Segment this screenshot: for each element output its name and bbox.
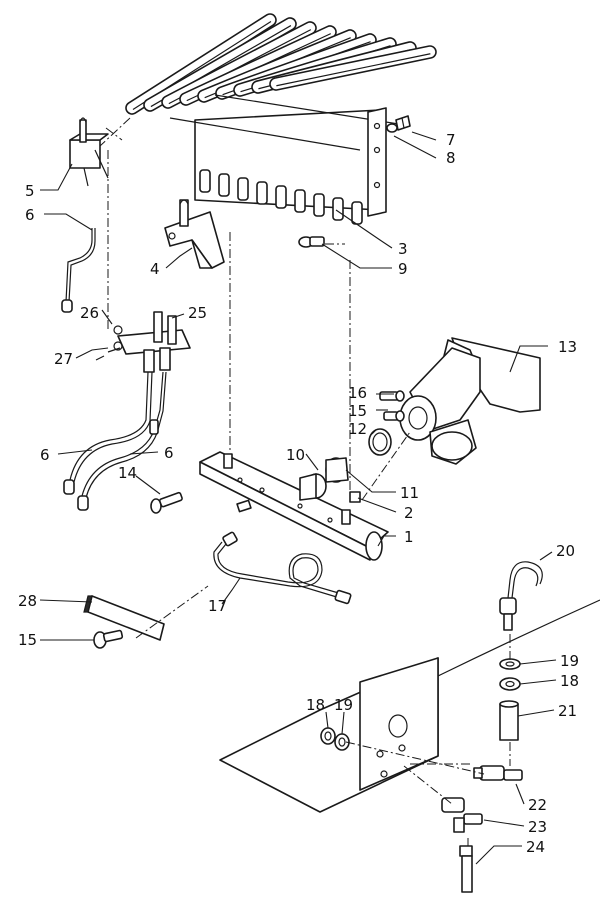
bracket-4 xyxy=(164,199,225,269)
label-19-plate: 19 xyxy=(334,696,353,714)
screw-14 xyxy=(150,491,183,514)
label-9: 9 xyxy=(398,260,408,278)
label-25: 25 xyxy=(188,304,207,322)
label-7: 7 xyxy=(446,131,456,149)
label-15-valve: 15 xyxy=(348,402,367,420)
label-11: 11 xyxy=(400,484,419,502)
injector-tube xyxy=(218,173,230,197)
manifold-1 xyxy=(199,451,389,561)
label-20: 20 xyxy=(556,542,575,560)
label-6-left: 6 xyxy=(40,446,50,464)
screw-15-valve xyxy=(383,410,405,422)
nozzle-10 xyxy=(299,473,327,501)
gas-valve-13 xyxy=(399,337,541,465)
burner-rail xyxy=(269,45,437,91)
ignition-cable-6 xyxy=(61,228,96,313)
label-8: 8 xyxy=(446,149,456,167)
label-28: 28 xyxy=(18,592,37,610)
injector-tube xyxy=(332,197,344,221)
washer-19-tube xyxy=(499,658,521,670)
washer-18-plate xyxy=(320,727,336,745)
label-18-tube: 18 xyxy=(560,672,579,690)
label-18-plate: 18 xyxy=(306,696,325,714)
label-5: 5 xyxy=(25,182,35,200)
stub-24 xyxy=(459,845,473,893)
label-13: 13 xyxy=(558,338,577,356)
pilot-tube-17 xyxy=(213,531,352,605)
injector-tube xyxy=(313,193,325,217)
label-26: 26 xyxy=(80,304,99,322)
tee-23 xyxy=(441,797,483,833)
alignment-lines xyxy=(99,117,511,846)
leader-lines xyxy=(39,131,557,865)
label-27: 27 xyxy=(54,350,73,368)
screw-16 xyxy=(379,390,405,402)
label-10: 10 xyxy=(286,446,305,464)
bent-tube-20 xyxy=(499,561,543,631)
label-21: 21 xyxy=(558,702,577,720)
screw-7 xyxy=(395,115,411,131)
sleeve-11 xyxy=(325,457,349,483)
injector-tube xyxy=(275,185,287,209)
label-23: 23 xyxy=(528,818,547,836)
injector-tube xyxy=(256,181,268,205)
o-ring-12 xyxy=(368,428,392,456)
fitting-2 xyxy=(349,491,361,503)
screw-15-shield xyxy=(93,629,124,649)
pilot-burner-25 xyxy=(107,311,191,373)
washer-8 xyxy=(386,123,398,133)
shield-28 xyxy=(83,595,165,641)
injector-tube xyxy=(199,169,211,193)
label-6-right: 6 xyxy=(164,444,174,462)
label-22: 22 xyxy=(528,796,547,814)
injector-tube xyxy=(351,201,363,225)
label-24: 24 xyxy=(526,838,545,856)
screw-9 xyxy=(298,236,325,248)
part-labels: 1 2 3 4 5 6 6 6 7 8 9 10 11 12 13 14 15 … xyxy=(18,131,579,856)
injector-tube xyxy=(294,189,306,213)
label-12: 12 xyxy=(348,420,367,438)
washer-19-plate xyxy=(334,733,350,751)
label-1: 1 xyxy=(404,528,414,546)
label-15-shield: 15 xyxy=(18,631,37,649)
label-14: 14 xyxy=(118,464,137,482)
label-3: 3 xyxy=(398,240,408,258)
label-6-top: 6 xyxy=(25,206,35,224)
electrode-5 xyxy=(69,117,109,187)
label-2: 2 xyxy=(404,504,414,522)
washer-18-tube xyxy=(499,677,521,691)
label-17: 17 xyxy=(208,597,227,615)
cable-6-lower xyxy=(63,371,167,511)
sleeve-21 xyxy=(499,700,519,741)
floor-line xyxy=(437,599,600,677)
injector-tube xyxy=(237,177,249,201)
burner-assembly xyxy=(125,13,437,225)
label-4: 4 xyxy=(150,260,160,278)
label-16: 16 xyxy=(348,384,367,402)
label-19-tube: 19 xyxy=(560,652,579,670)
